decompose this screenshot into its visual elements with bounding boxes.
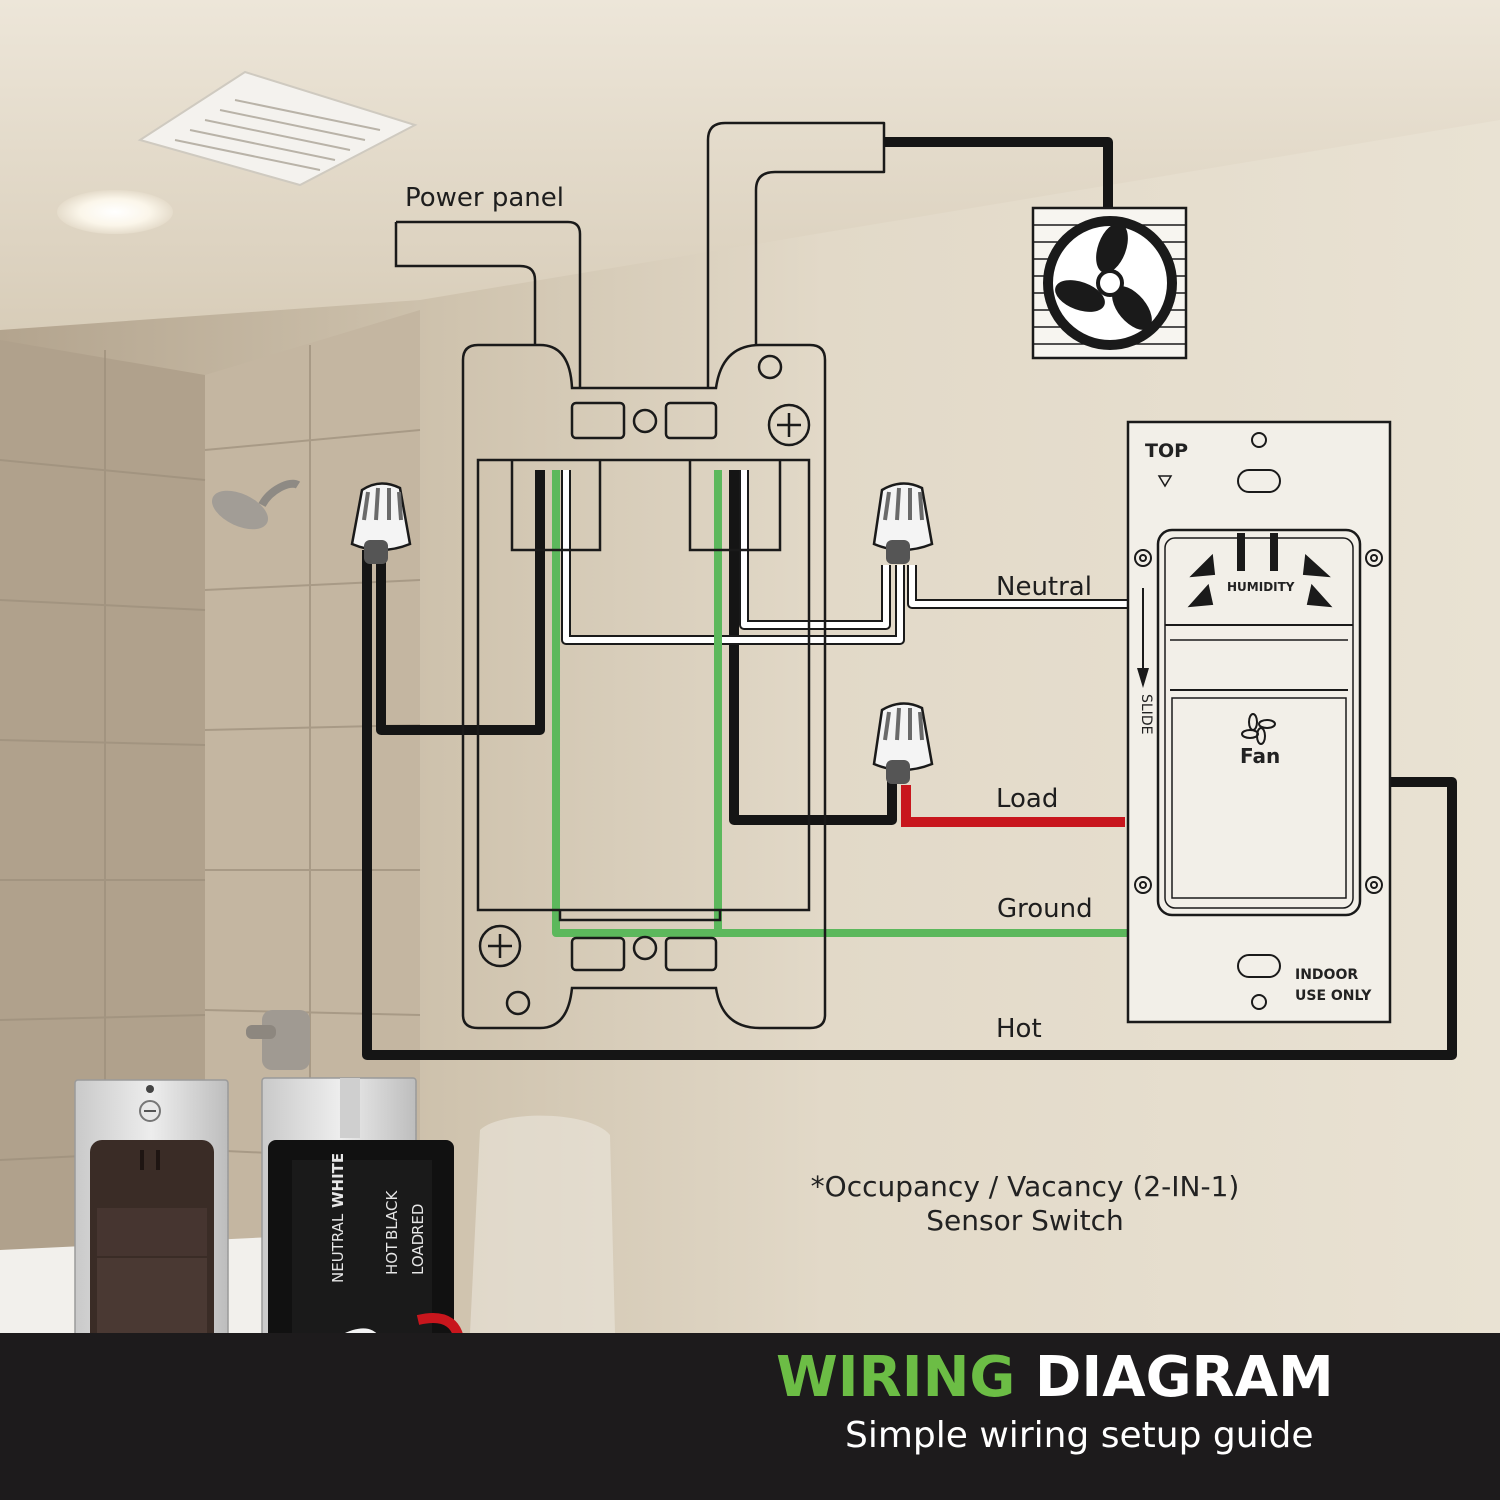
neutral-label: Neutral [996, 572, 1092, 602]
sensor-switch-note: *Occupancy / Vacancy (2-IN-1) Sensor Swi… [790, 1170, 1260, 1238]
switch-top-text: TOP [1145, 440, 1189, 462]
switch-front-diagram [1126, 420, 1392, 1024]
back-label-neutral: NEUTRAL [329, 1213, 347, 1283]
switch-slide-text: SLIDE [1138, 694, 1154, 735]
wire-nut-load [872, 702, 934, 784]
title-banner [0, 1333, 1500, 1500]
hot-label: Hot [996, 1014, 1042, 1044]
note-line-2: Sensor Switch [926, 1204, 1124, 1237]
electrical-box [461, 343, 827, 1030]
load-label: Load [996, 784, 1059, 814]
back-label-load: LOAD [409, 1233, 427, 1275]
toilet-silhouette [470, 1115, 615, 1333]
switch-indoor-text: INDOOR [1295, 967, 1359, 983]
wire-nut-hot [350, 482, 412, 564]
exhaust-fan-icon [1031, 206, 1188, 360]
note-line-1: *Occupancy / Vacancy (2-IN-1) [810, 1170, 1240, 1203]
back-label-black: BLACK [383, 1190, 401, 1240]
switch-fan-text: Fan [1240, 744, 1281, 768]
load-wire [901, 785, 1125, 827]
banner-title: WIRING DIAGRAM [776, 1350, 1334, 1406]
ground-wire [552, 470, 1128, 937]
back-label-red: RED [409, 1203, 427, 1235]
switch-humidity-text: HUMIDITY [1227, 580, 1295, 594]
ceiling-light-icon [57, 190, 173, 234]
back-label-white: WHITE [329, 1152, 347, 1208]
faucet-icon [246, 1010, 310, 1070]
neutral-wire [561, 470, 1128, 645]
wire-nut-neutral [872, 482, 934, 564]
banner-title-wiring: WIRING [776, 1345, 1016, 1410]
fan-conduit [706, 121, 1113, 388]
ceiling-vent-icon [137, 70, 418, 187]
banner-title-diagram: DIAGRAM [1034, 1345, 1334, 1410]
fan-symbol-icon [1241, 713, 1276, 745]
switch-use-only-text: USE ONLY [1295, 988, 1372, 1004]
ground-label: Ground [997, 894, 1093, 924]
shower-head-icon [211, 479, 301, 530]
power-panel-label: Power panel [405, 183, 565, 213]
back-label-hot: HOT [383, 1242, 401, 1275]
power-panel-conduit [394, 220, 582, 388]
humidity-icon [1187, 553, 1333, 608]
banner-subtitle: Simple wiring setup guide [845, 1415, 1314, 1456]
